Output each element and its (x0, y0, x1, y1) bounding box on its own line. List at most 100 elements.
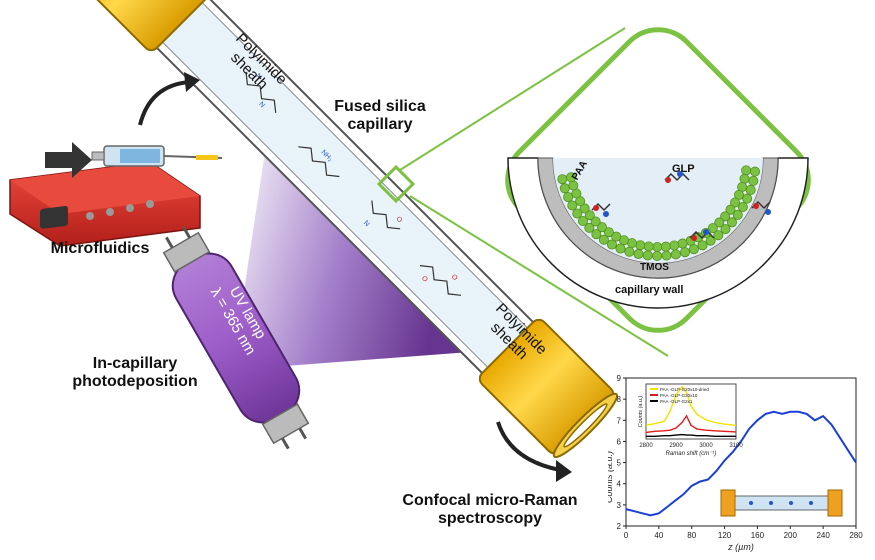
silica-bead (697, 240, 708, 251)
y-tick-label: 7 (617, 416, 622, 425)
silica-bead (732, 209, 743, 220)
raman-label: Confocal micro-Raman spectroscopy (375, 492, 605, 529)
fused-silica-line-1: Fused silica (334, 98, 426, 115)
fused-silica-line-2: capillary (347, 116, 413, 134)
mini-sheath-left (720, 489, 736, 517)
mini-point (749, 501, 753, 505)
raman-line-2: spectroscopy (437, 510, 543, 528)
uv-lamp (162, 226, 310, 450)
y-tick-label: 2 (617, 522, 622, 531)
silica-bead (652, 241, 663, 252)
silica-bead (567, 200, 578, 211)
raman-line-1: Confocal micro-Raman (402, 492, 578, 509)
mini-point (809, 501, 813, 505)
silica-bead (688, 244, 699, 255)
arrow-pump-to-sheath-icon (138, 80, 191, 126)
mini-point (769, 501, 773, 505)
silica-bead (598, 234, 609, 245)
silica-bead (563, 192, 574, 203)
silica-bead (745, 184, 756, 195)
y-axis-label: Counts (a.u.) (608, 451, 614, 503)
silica-bead (579, 203, 590, 214)
silica-bead (730, 197, 741, 208)
inset-x-tick-label: 3100 (729, 443, 743, 449)
svg-text:N: N (257, 101, 266, 110)
silica-bead (742, 193, 753, 204)
silica-bead (741, 165, 752, 176)
series-line-inset (645, 385, 737, 426)
silica-bead (635, 240, 646, 251)
silica-bead (720, 211, 731, 222)
series-line-inset (645, 414, 737, 434)
silica-bead (606, 239, 617, 250)
capillary-mini-icon (720, 489, 843, 517)
y-tick-label: 3 (617, 501, 622, 510)
svg-text:O: O (420, 275, 429, 284)
silica-bead (572, 208, 583, 219)
silica-bead (624, 246, 635, 257)
silica-bead (615, 243, 626, 254)
x-tick-label: 40 (654, 531, 663, 540)
inset-x-axis-label: Raman shift (cm⁻¹) (666, 451, 717, 457)
mini-point (789, 501, 793, 505)
photodeposition-label: In-capillary photodeposition (50, 355, 220, 392)
silica-bead (737, 201, 748, 212)
silica-bead (669, 240, 680, 251)
zoom-marker (376, 164, 416, 204)
silica-bead (568, 180, 579, 191)
inset-x-tick-label: 2800 (639, 443, 653, 449)
syringe-pump (9, 142, 223, 247)
silica-bead (584, 210, 595, 221)
y-tick-label: 4 (617, 480, 622, 489)
series-line-inset (646, 433, 736, 437)
x-tick-label: 200 (784, 531, 798, 540)
silica-bead (705, 235, 716, 246)
uv-beam (232, 132, 470, 370)
silica-bead (725, 204, 736, 215)
silica-bead (577, 215, 588, 226)
silica-bead (596, 222, 607, 233)
y-tick-label: 6 (617, 437, 622, 446)
silica-bead (720, 224, 731, 235)
silica-bead (670, 249, 681, 260)
inset-y-axis-label: Counts (a.u.) (638, 395, 644, 427)
x-tick-label: 160 (751, 531, 765, 540)
silica-bead (748, 175, 759, 186)
silica-bead (611, 231, 622, 242)
svg-text:N: N (362, 220, 371, 229)
arrow-to-raman-icon (496, 421, 561, 472)
silica-bead (603, 227, 614, 238)
silica-bead (642, 250, 653, 261)
mini-capillary-body (725, 495, 837, 511)
silica-bead (714, 217, 725, 228)
silica-bead (643, 241, 654, 252)
series-line-main (625, 410, 857, 517)
fused-silica-label: Fused silica capillary (320, 98, 440, 135)
silica-bead (633, 249, 644, 260)
tmos-label: TMOS (640, 262, 669, 273)
silica-bead (739, 173, 750, 184)
silica-bead (726, 217, 737, 228)
silica-bead (591, 229, 602, 240)
silica-bead (707, 223, 718, 234)
mini-sheath-right (827, 489, 843, 517)
silica-bead (660, 241, 671, 252)
silica-bead (750, 166, 761, 177)
capillary-wall-label: capillary wall (615, 284, 684, 296)
silica-bead (661, 250, 672, 261)
silica-bead (557, 174, 568, 185)
inset-legend-label: PAA -GLP-G20x10-dried (660, 387, 709, 392)
zoom-panel (505, 27, 811, 333)
x-tick-label: 0 (624, 531, 629, 540)
silica-bead (677, 238, 688, 249)
y-tick-label: 8 (617, 395, 622, 404)
x-axis-label: z (µm) (727, 542, 754, 552)
x-tick-label: 240 (816, 531, 830, 540)
svg-text:O: O (450, 273, 459, 282)
silica-bead (566, 172, 577, 183)
silica-bead (713, 230, 724, 241)
silica-bead (590, 216, 601, 227)
